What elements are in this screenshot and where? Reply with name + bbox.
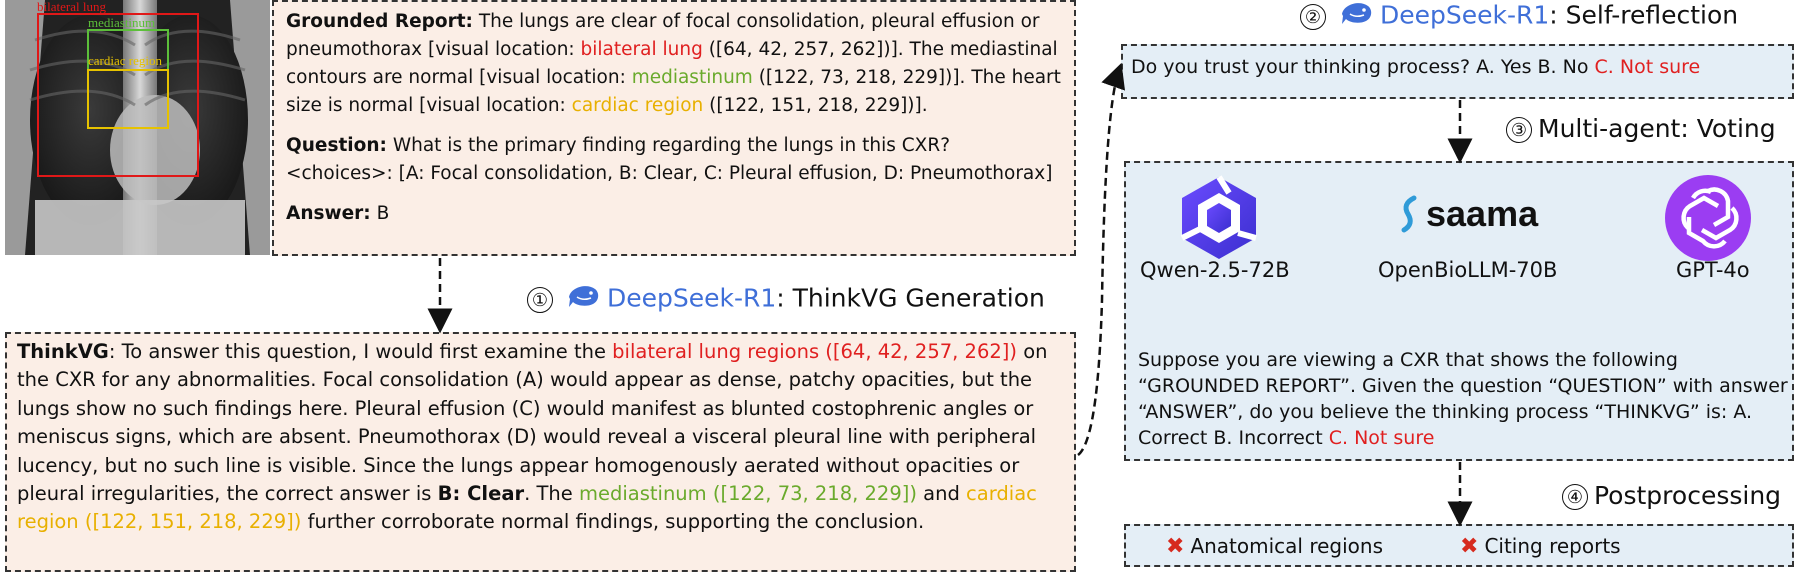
saama-logo-icon: saama bbox=[1396, 193, 1538, 235]
bilateral-lung-label: bilateral lung bbox=[37, 0, 106, 14]
thinkvg-panel: ThinkVG: To answer this question, I woul… bbox=[5, 332, 1076, 572]
region-bilateral-lung: bilateral lung bbox=[580, 39, 703, 60]
region-mediastinum: mediastinum ([122, 73, 218, 229]) bbox=[578, 482, 917, 506]
step2-header: ② DeepSeek-R1: Self-reflection bbox=[1300, 0, 1738, 33]
bilateral-lung-box bbox=[37, 13, 199, 177]
step-number: ① bbox=[527, 286, 553, 313]
cross-icon: ✖ bbox=[1166, 534, 1185, 559]
self-reflection-question: Do you trust your thinking process? A. Y… bbox=[1121, 44, 1794, 99]
agent-name-openbiollm: OpenBioLLM-70B bbox=[1378, 258, 1558, 282]
step-number: ③ bbox=[1506, 117, 1532, 143]
not-sure-option: C. Not sure bbox=[1328, 427, 1435, 449]
grounded-report-label: Grounded Report: bbox=[286, 11, 473, 32]
cross-icon: ✖ bbox=[1460, 534, 1479, 559]
region-bilateral-lung: bilateral lung regions ([64, 42, 257, 26… bbox=[612, 340, 1017, 363]
grounded-report-text: Grounded Report: The lungs are clear of … bbox=[286, 11, 1061, 116]
chest-xray-image: bilateral lung mediastinum cardiac regio… bbox=[5, 0, 270, 255]
region-cardiac: cardiac region bbox=[571, 95, 704, 116]
step-number: ④ bbox=[1562, 484, 1588, 510]
step-number: ② bbox=[1300, 3, 1326, 30]
arrow-thinkvg-to-selfreflection bbox=[1077, 62, 1126, 456]
cardiac-region-label: cardiac region bbox=[88, 53, 162, 68]
agent-name-gpt4o: GPT-4o bbox=[1676, 258, 1750, 282]
region-mediastinum: mediastinum bbox=[631, 67, 753, 88]
thinkvg-text: ThinkVG: To answer this question, I woul… bbox=[17, 340, 1048, 534]
grounded-report-panel: Grounded Report: The lungs are clear of … bbox=[272, 0, 1076, 256]
question-text: Question: What is the primary finding re… bbox=[286, 135, 1053, 184]
post-item-anatomical: ✖Anatomical regions bbox=[1166, 534, 1384, 559]
deepseek-model-name: DeepSeek-R1 bbox=[606, 283, 777, 313]
cardiac-region-box bbox=[87, 69, 169, 129]
qwen-logo-icon bbox=[1174, 173, 1264, 267]
step1-header: ① DeepSeek-R1: ThinkVG Generation bbox=[527, 283, 1045, 316]
mediastinum-label: mediastinum bbox=[88, 15, 155, 30]
not-sure-option: C. Not sure bbox=[1594, 56, 1701, 78]
deepseek-whale-icon bbox=[1340, 0, 1374, 33]
deepseek-whale-icon bbox=[567, 283, 601, 316]
question-label: Question: bbox=[286, 135, 387, 156]
step3-title: Multi-agent: Voting bbox=[1538, 114, 1776, 143]
agent-name-qwen: Qwen-2.5-72B bbox=[1140, 258, 1290, 282]
answer-label: Answer: bbox=[286, 203, 371, 224]
voting-prompt-text: Suppose you are viewing a CXR that shows… bbox=[1138, 349, 1788, 449]
saama-logo-text: saama bbox=[1426, 193, 1539, 234]
step2-title: : Self-reflection bbox=[1549, 0, 1739, 30]
step1-title: : ThinkVG Generation bbox=[776, 283, 1045, 313]
deepseek-model-name: DeepSeek-R1 bbox=[1379, 0, 1550, 30]
post-item-citing: ✖Citing reports bbox=[1460, 534, 1621, 559]
openai-logo-icon bbox=[1663, 173, 1753, 267]
step4-title: Postprocessing bbox=[1594, 481, 1782, 510]
thinkvg-label: ThinkVG bbox=[17, 340, 109, 363]
thinkvg-answer: B: Clear bbox=[437, 482, 525, 506]
answer-text: Answer: B bbox=[286, 203, 390, 224]
voting-panel: Qwen-2.5-72B saama OpenBioLLM-70B GPT-4o… bbox=[1124, 161, 1794, 461]
region-cardiac: cardiac region ([122, 151, 218, 229]) bbox=[17, 482, 1037, 534]
